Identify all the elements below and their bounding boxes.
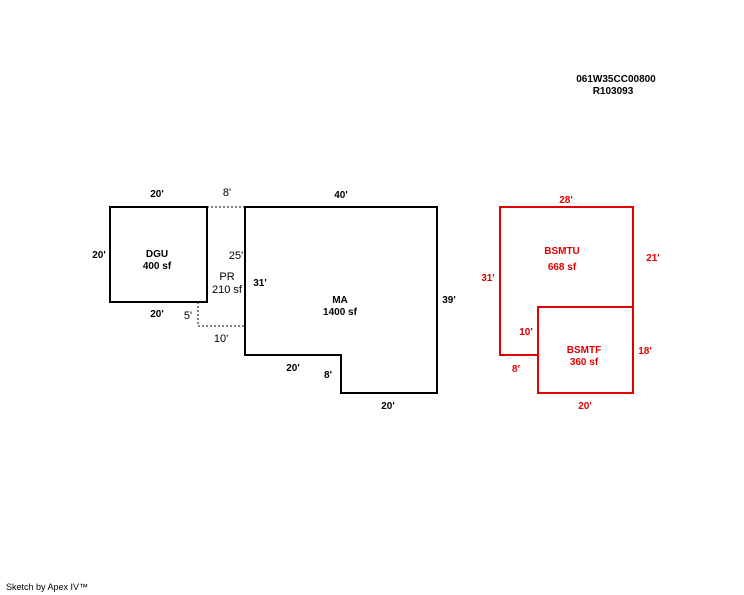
account-number: R103093 bbox=[593, 86, 634, 97]
bsmtu-label: BSMTU bbox=[544, 246, 580, 257]
bsmtu-area: 668 sf bbox=[548, 262, 577, 273]
pr-area: 210 sf bbox=[212, 284, 243, 296]
bsmtf-label: BSMTF bbox=[567, 345, 601, 356]
dgu-area: 400 sf bbox=[143, 261, 172, 272]
dgu-bottom-dim: 20' bbox=[150, 309, 164, 320]
dgu-outline bbox=[109, 206, 208, 303]
parcel-id: 061W35CC00800 bbox=[576, 74, 656, 85]
dgu-label: DGU bbox=[146, 249, 168, 260]
bsmtf-bottom-dim: 20' bbox=[578, 401, 592, 412]
bsmtu-top-dim: 28' bbox=[559, 195, 573, 206]
bsmtu-left-dim: 31' bbox=[481, 273, 495, 284]
pr-notch-dim: 5' bbox=[184, 310, 192, 322]
ma-bottom-dim: 20' bbox=[381, 401, 395, 412]
bsmtf-right-dim: 18' bbox=[638, 346, 652, 357]
pr-right-dim: 25' bbox=[229, 250, 243, 262]
dgu-left-dim: 20' bbox=[92, 250, 106, 261]
pr-top-dim: 8' bbox=[223, 187, 231, 199]
ma-area: 1400 sf bbox=[323, 307, 358, 318]
ma-right-dim: 39' bbox=[442, 295, 456, 306]
bsmtu-inner-dim: 10' bbox=[519, 327, 533, 338]
bsmtf-area: 360 sf bbox=[570, 357, 599, 368]
ma-left-dim: 31' bbox=[253, 278, 267, 289]
pr-label: PR bbox=[219, 271, 234, 283]
ma-step-top-dim: 20' bbox=[286, 363, 300, 374]
ma-outline bbox=[244, 206, 438, 394]
ma-top-dim: 40' bbox=[334, 190, 348, 201]
bsmtu-step-dim: 8' bbox=[512, 364, 520, 375]
dgu-top-dim: 20' bbox=[150, 189, 164, 200]
ma-step-side-dim: 8' bbox=[324, 370, 332, 381]
bsmtu-right-dim: 21' bbox=[646, 253, 660, 264]
pr-bottom-dim: 10' bbox=[214, 333, 228, 345]
footer-credit: Sketch by Apex IV™ bbox=[6, 582, 89, 592]
pr-outline bbox=[197, 206, 245, 327]
bsmtf-outline bbox=[537, 306, 634, 394]
ma-label: MA bbox=[332, 295, 348, 306]
